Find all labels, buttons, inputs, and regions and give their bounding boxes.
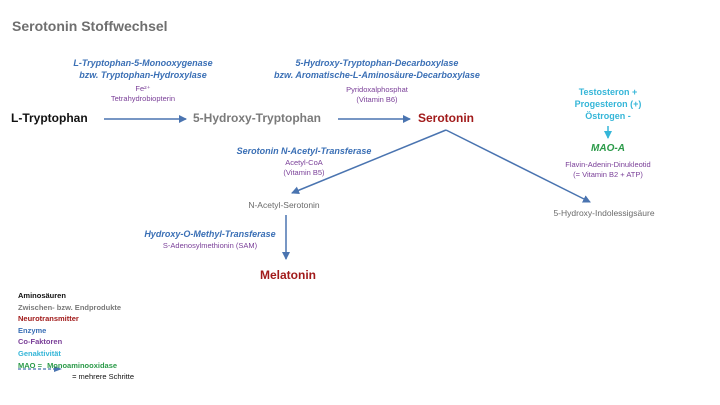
cofactor-line: Flavin-Adenin-Dinukleotid	[565, 160, 651, 169]
cofactor-line: Pyridoxalphosphat	[346, 85, 408, 94]
node-l-tryptophan: L-Tryptophan	[11, 111, 88, 125]
cofactor-line: (Vitamin B6)	[356, 95, 398, 104]
node-melatonin: Melatonin	[260, 268, 316, 282]
legend-gene-activity: Genaktivität	[18, 348, 61, 358]
legend-neurotransmitter: Neurotransmitter	[18, 314, 79, 324]
cofactor-group-3: Acetyl-CoA (Vitamin B5)	[283, 158, 324, 178]
legend-mao-full: Monoaminooxidase	[47, 360, 118, 370]
gene-activity-line: Östrogen -	[585, 111, 631, 121]
cofactor-group-5: Flavin-Adenin-Dinukleotid (= Vitamin B2 …	[565, 160, 650, 180]
legend-cofactor: Co-Faktoren	[18, 337, 63, 347]
cofactor-line: Acetyl-CoA	[285, 158, 323, 167]
legend: Aminosäuren Zwischen- bzw. Endprodukte N…	[18, 290, 134, 383]
node-5-hiaa: 5-Hydroxy-Indolessigsäure	[553, 208, 655, 218]
cofactor-group-2: Pyridoxalphosphat (Vitamin B6)	[346, 85, 408, 105]
cofactor-line: (= Vitamin B2 + ATP)	[573, 170, 643, 179]
node-5-hydroxy-tryptophan: 5-Hydroxy-Tryptophan	[193, 111, 322, 125]
legend-mao-abbr: MAO =	[18, 360, 42, 370]
arrow-serotonin-to-n-acetyl	[291, 129, 447, 195]
node-serotonin: Serotonin	[418, 111, 474, 125]
enzyme-o-methyl-transferase: Hydroxy-O-Methyl-Transferase	[144, 229, 276, 239]
enzyme-line: L-Tryptophan-5-Monooxygenase	[73, 58, 213, 68]
cofactor-sam: S-Adenosylmethionin (SAM)	[162, 241, 258, 250]
gene-activity-line: Progesteron (+)	[574, 99, 642, 109]
gene-activity-line: Testosteron +	[578, 87, 638, 97]
legend-dashed-label: = mehrere Schritte	[72, 372, 134, 382]
cofactor-line: Tetrahydrobiopterin	[110, 94, 176, 103]
legend-enzyme: Enzyme	[18, 325, 47, 335]
gene-activity: Testosteron + Progesteron (+) Östrogen -	[575, 86, 642, 122]
enzyme-mao-a: MAO-A	[591, 143, 625, 154]
enzyme-decarboxylase: 5-Hydroxy-Tryptophan-Decarboxylase bzw. …	[274, 57, 480, 81]
enzyme-line: bzw. Tryptophan-Hydroxylase	[79, 70, 207, 80]
node-n-acetyl-serotonin: N-Acetyl-Serotonin	[248, 200, 320, 210]
legend-intermediate: Zwischen- bzw. Endprodukte	[18, 302, 122, 312]
arrow-serotonin-to-hiaa	[445, 129, 591, 203]
legend-amino: Aminosäuren	[18, 291, 66, 300]
page-title: Serotonin Stoffwechsel	[12, 18, 168, 34]
enzyme-tryptophan-hydroxylase: L-Tryptophan-5-Monooxygenase bzw. Trypto…	[73, 57, 212, 81]
legend-mao: MAO = Monoaminooxidase	[18, 360, 134, 372]
cofactor-line: (Vitamin B5)	[283, 168, 325, 177]
legend-dashed-spacer	[18, 374, 58, 380]
enzyme-line: bzw. Aromatische-L-Aminosäure-Decarboxyl…	[274, 70, 480, 80]
legend-dashed-row: = mehrere Schritte	[18, 371, 134, 383]
enzyme-line: 5-Hydroxy-Tryptophan-Decarboxylase	[295, 58, 459, 68]
cofactor-line: Fe²⁺	[135, 84, 151, 93]
cofactor-group-1: Fe²⁺ Tetrahydrobiopterin	[111, 84, 175, 104]
enzyme-n-acetyl-transferase: Serotonin N-Acetyl-Transferase	[236, 146, 372, 156]
